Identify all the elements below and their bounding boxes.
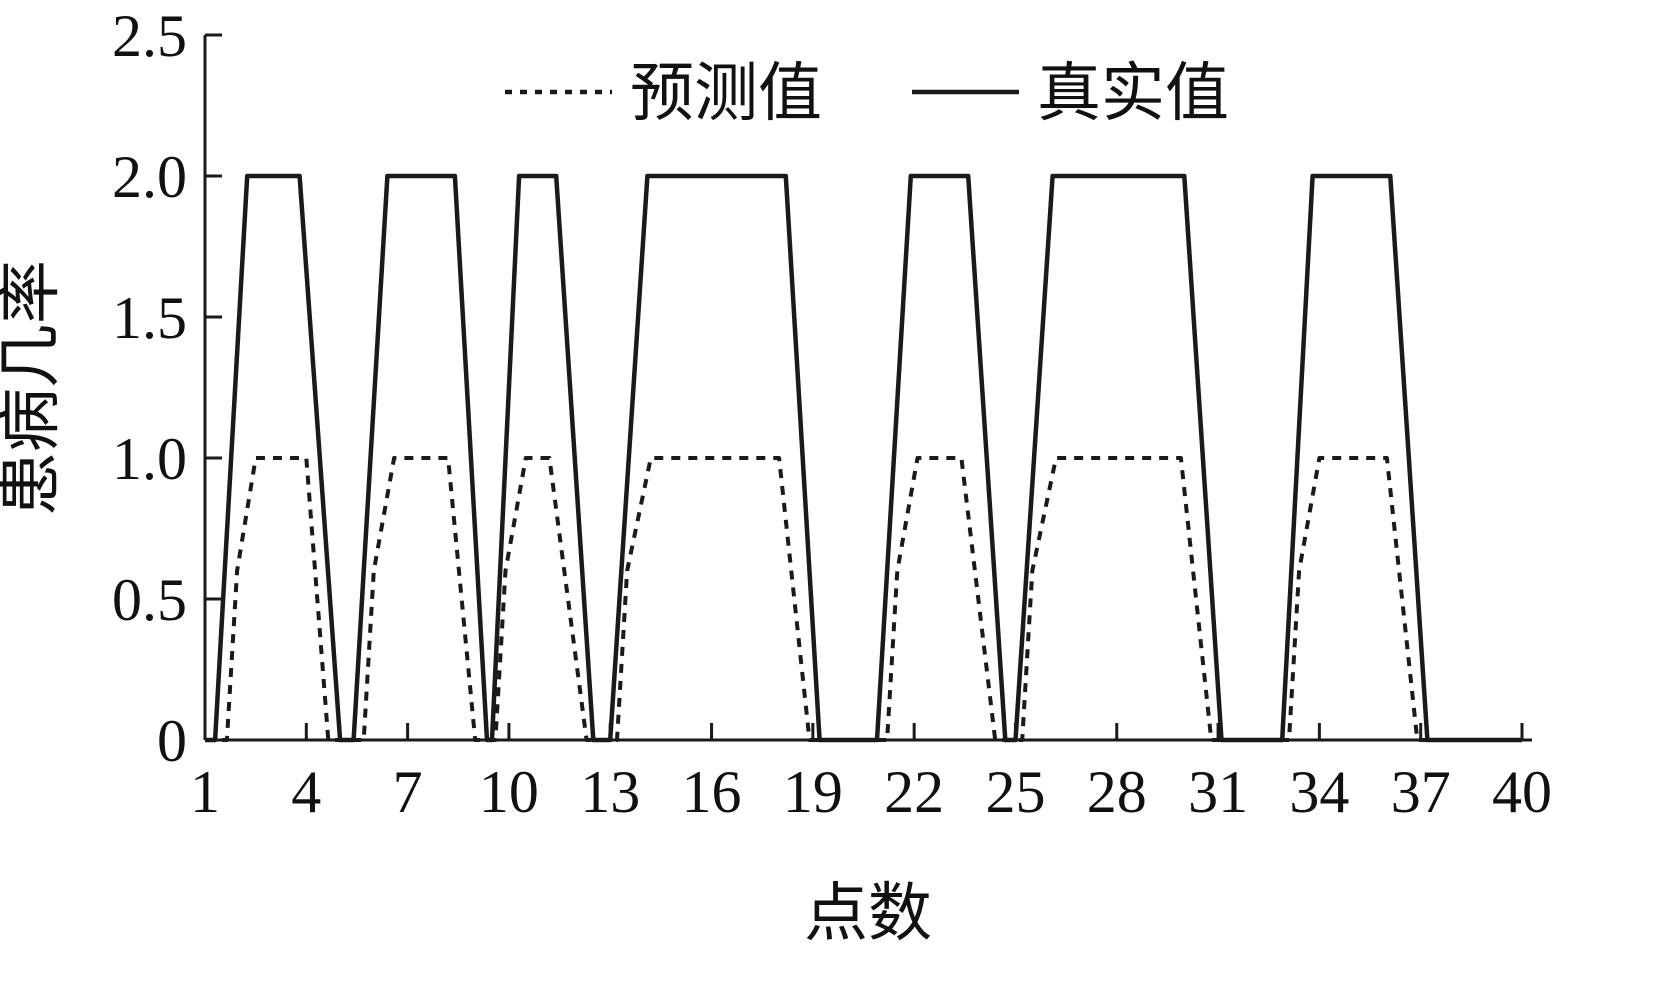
x-tick-label: 4 (291, 759, 321, 825)
x-tick-label: 10 (479, 759, 539, 825)
x-tick-label: 7 (393, 759, 423, 825)
y-tick-label: 0.5 (112, 567, 187, 633)
axes: 0 0.5 1.0 1.5 2.0 2.5 1 4 7 10 13 16 19 22 25 28 31 34 37 4… (112, 3, 1552, 825)
x-tick-label: 1 (190, 759, 220, 825)
y-tick-label: 0 (157, 708, 187, 774)
y-axis-title: 患病几率 (0, 260, 66, 516)
x-tick-label: 22 (884, 759, 944, 825)
x-tick-label: 13 (580, 759, 640, 825)
legend-label-actual: 真实值 (1037, 58, 1229, 129)
x-tick-label: 34 (1289, 759, 1349, 825)
x-tick-label: 28 (1087, 759, 1147, 825)
series-line-actual (205, 173, 1522, 743)
legend: 预测值 真实值 (505, 58, 1229, 129)
x-tick-label: 40 (1492, 759, 1552, 825)
y-tick-label: 2.5 (112, 3, 187, 69)
x-tick-label: 31 (1188, 759, 1248, 825)
x-tick-label: 37 (1391, 759, 1451, 825)
x-tick-label: 19 (783, 759, 843, 825)
series (205, 173, 1522, 743)
x-axis-title: 点数 (804, 878, 932, 949)
y-tick-label: 2.0 (112, 144, 187, 210)
x-tick-label: 25 (985, 759, 1045, 825)
legend-label-predicted: 预测值 (630, 58, 822, 129)
y-tick-label: 1.0 (112, 426, 187, 492)
y-tick-label: 1.5 (112, 285, 187, 351)
x-tick-label: 16 (682, 759, 742, 825)
series-line-predicted (205, 456, 1522, 742)
